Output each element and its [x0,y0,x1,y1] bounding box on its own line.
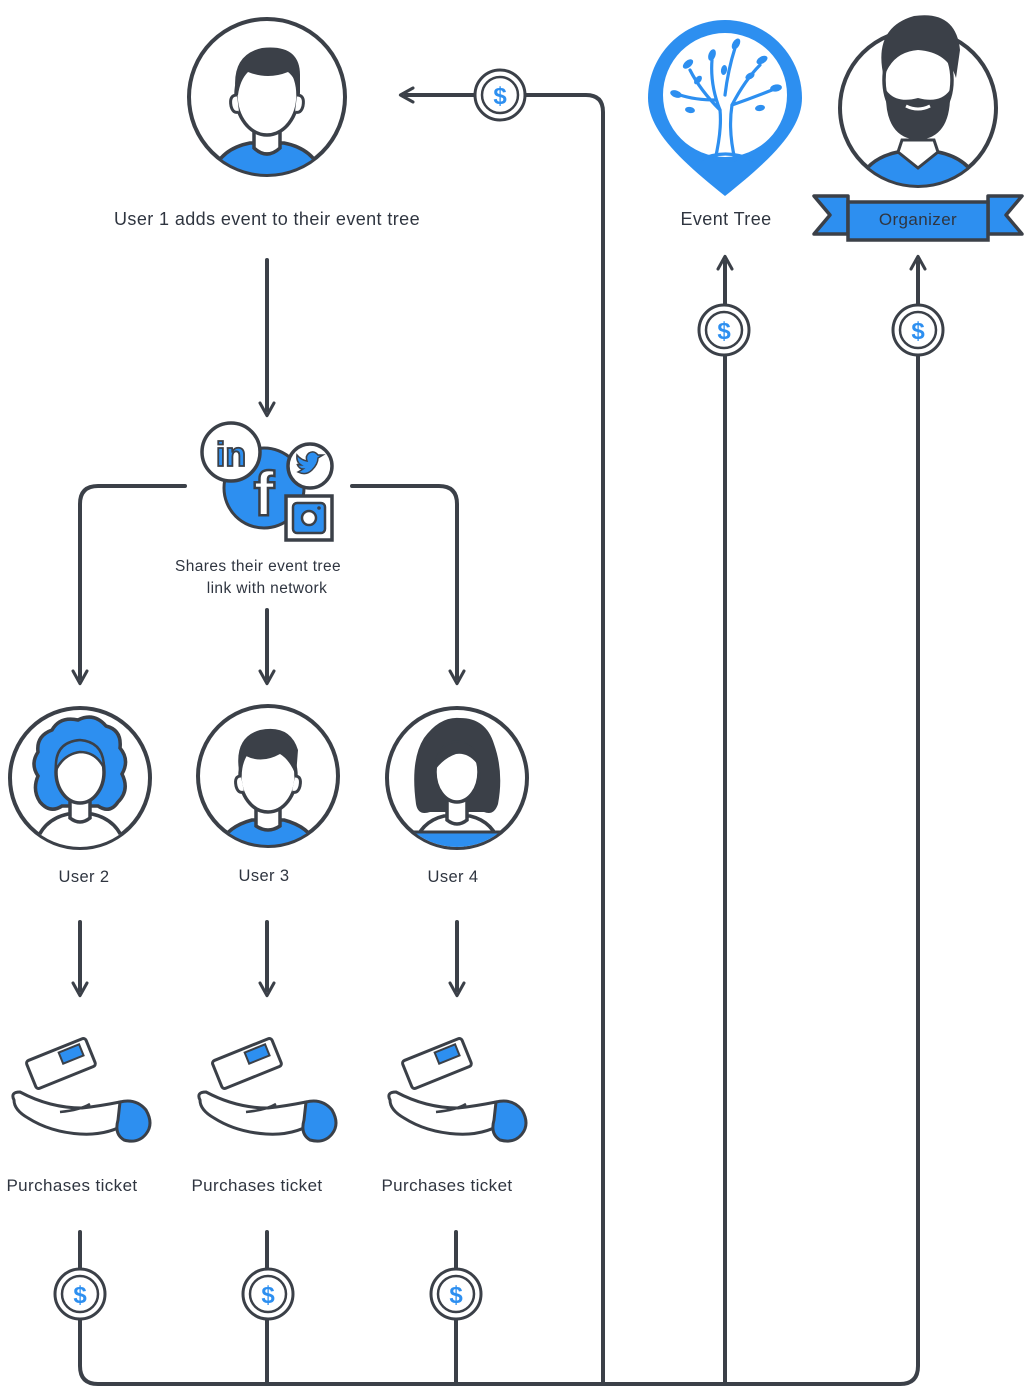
svg-text:in: in [216,436,246,474]
money-hand-icon [387,1036,528,1143]
share-label-line1: Shares their event tree [174,558,342,575]
organizer-avatar-icon [812,15,1024,242]
user3-label: User 3 [238,867,290,885]
flow-lines [78,95,918,1386]
dollar-coin-icon: $ [473,68,527,122]
social-icons-cluster: f in [200,421,334,542]
arrow-share-to-user2 [80,484,187,678]
user2-avatar-icon [8,706,152,850]
money-hand-icon [11,1036,152,1143]
organizer-banner [812,194,1024,242]
arrow-share-to-user4 [350,484,457,678]
share-label-line2: link with network [206,580,328,597]
user1-label: User 1 adds event to their event tree [114,209,420,229]
svg-text:$: $ [717,318,731,345]
purchase-label-2: Purchases ticket [191,1176,323,1195]
user3-avatar-icon [196,704,340,848]
dollar-coin-icon: $ [429,1267,483,1321]
instagram-icon [284,494,334,542]
user4-avatar-icon [385,706,529,850]
purchase-label-1: Purchases ticket [6,1176,138,1195]
svg-text:$: $ [73,1282,87,1309]
dollar-coin-icon: $ [697,303,751,357]
svg-text:$: $ [911,318,925,345]
bottom-collector-line [78,262,918,1386]
user1-avatar-icon [187,17,347,177]
user2-label: User 2 [58,868,110,886]
twitter-icon [286,442,334,490]
event-tree-pin-icon [648,20,802,196]
dollar-coin-icon: $ [241,1267,295,1321]
svg-text:$: $ [261,1282,275,1309]
svg-text:f: f [254,460,275,529]
svg-text:$: $ [493,83,507,110]
return-line-user1 [406,95,605,1386]
event-tree-label: Event Tree [680,209,772,229]
linkedin-icon: in [200,421,262,483]
dollar-coin-icon: $ [53,1267,107,1321]
purchase-label-3: Purchases ticket [381,1176,513,1195]
organizer-label: Organizer [878,210,958,229]
user4-label: User 4 [427,868,479,886]
svg-text:$: $ [449,1282,463,1309]
money-hand-icon [197,1036,338,1143]
dollar-coin-icon: $ [891,303,945,357]
